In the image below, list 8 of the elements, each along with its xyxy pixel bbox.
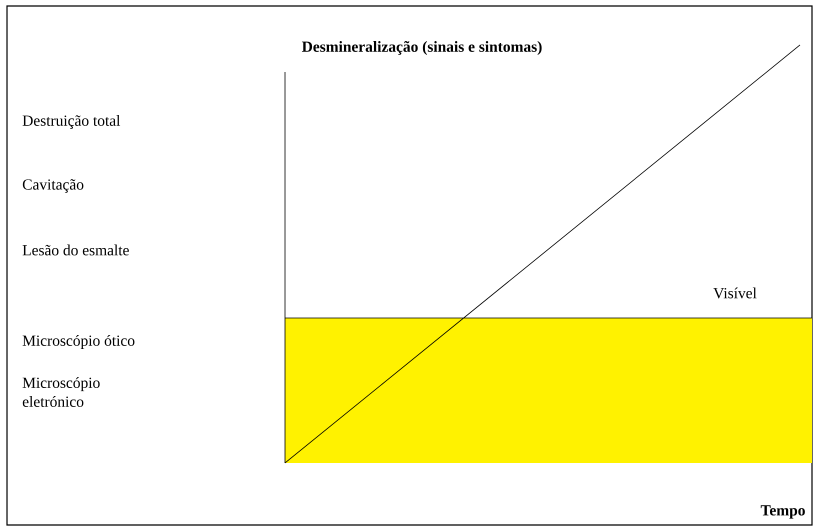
axis-label: Tempo (760, 505, 805, 519)
axis-label: Destruição total (22, 114, 120, 129)
axis-label: Visível (713, 288, 757, 298)
axis-label: Microscópio eletrónico (22, 377, 100, 407)
axis-label: Lesão do esmalte (22, 244, 129, 256)
axis-label: Cavitação (22, 179, 84, 193)
axis-label: Microscópio ótico (22, 334, 134, 349)
title: Desmineralização (sinais e sintomas) (302, 40, 542, 55)
